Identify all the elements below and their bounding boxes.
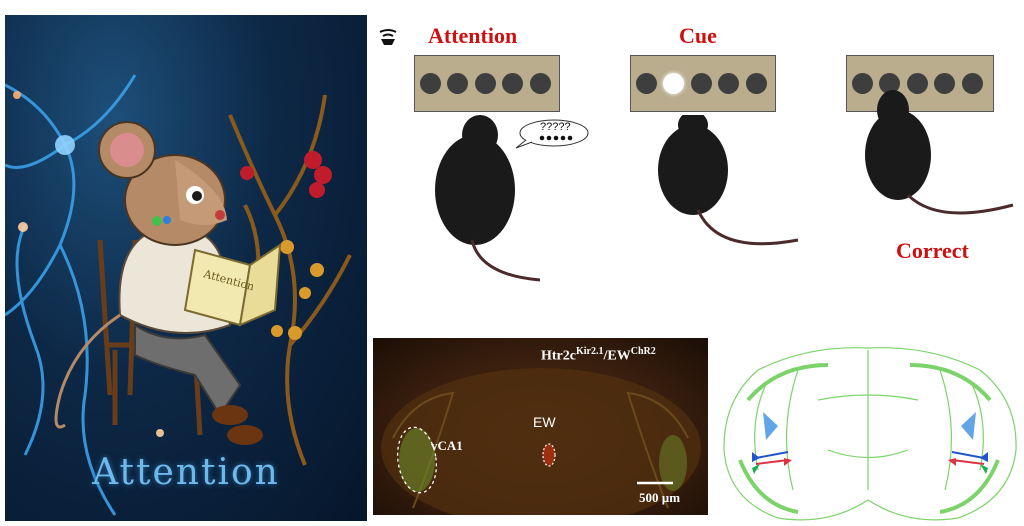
mouse-attention bbox=[435, 115, 541, 282]
nose-poke-hole bbox=[447, 73, 468, 94]
nose-poke-hole bbox=[502, 73, 523, 94]
scale-bar-label: 500 µm bbox=[639, 490, 681, 505]
stage-label-attention: Attention bbox=[428, 23, 518, 48]
poster-title: Attention bbox=[92, 452, 280, 493]
brain-atlas-schematic bbox=[723, 347, 1017, 521]
nose-poke-hole bbox=[530, 73, 551, 94]
thought-bubble-text: ????? bbox=[540, 121, 571, 133]
nose-poke-hole bbox=[420, 73, 441, 94]
ew-outline bbox=[542, 443, 556, 467]
nose-poke-panel-attention bbox=[414, 55, 560, 112]
attention-poster: Attention Attention bbox=[5, 15, 367, 521]
brain-micrograph: Htr2cKir2.1/EWChR2 vCA1 EW 500 µm bbox=[373, 338, 708, 515]
nose-poke-hole bbox=[636, 73, 657, 94]
poster-illustration: Attention bbox=[5, 74, 352, 516]
neuron-markers-left bbox=[752, 412, 792, 474]
stage-label-cue: Cue bbox=[679, 23, 717, 48]
vca1-fluorescence bbox=[399, 428, 435, 492]
nose-poke-hole bbox=[962, 73, 983, 94]
neuron-markers-right bbox=[948, 412, 988, 474]
nose-poke-hole bbox=[746, 73, 767, 94]
nose-poke-hole bbox=[475, 73, 496, 94]
nose-poke-hole bbox=[879, 73, 900, 94]
mouse-correct bbox=[865, 90, 1014, 215]
nose-poke-hole bbox=[718, 73, 739, 94]
nose-poke-panel-correct bbox=[846, 55, 994, 112]
nose-poke-hole bbox=[691, 73, 712, 94]
speaker-icon bbox=[376, 28, 400, 48]
thought-bubble: ????? bbox=[512, 118, 590, 152]
genotype-label: Htr2cKir2.1/EWChR2 bbox=[541, 346, 656, 364]
nose-poke-hole-lit bbox=[663, 73, 684, 94]
nose-poke-hole bbox=[907, 73, 928, 94]
region-label-ew: EW bbox=[533, 414, 556, 430]
book-illustration bbox=[183, 243, 282, 327]
stage-label-correct: Correct bbox=[896, 238, 969, 263]
nose-poke-hole bbox=[934, 73, 955, 94]
region-label-vca1: vCA1 bbox=[431, 438, 463, 453]
vca1-outline bbox=[396, 426, 438, 494]
mouse-cue bbox=[658, 115, 799, 246]
nose-poke-hole bbox=[852, 73, 873, 94]
nose-poke-panel-cue bbox=[630, 55, 776, 112]
